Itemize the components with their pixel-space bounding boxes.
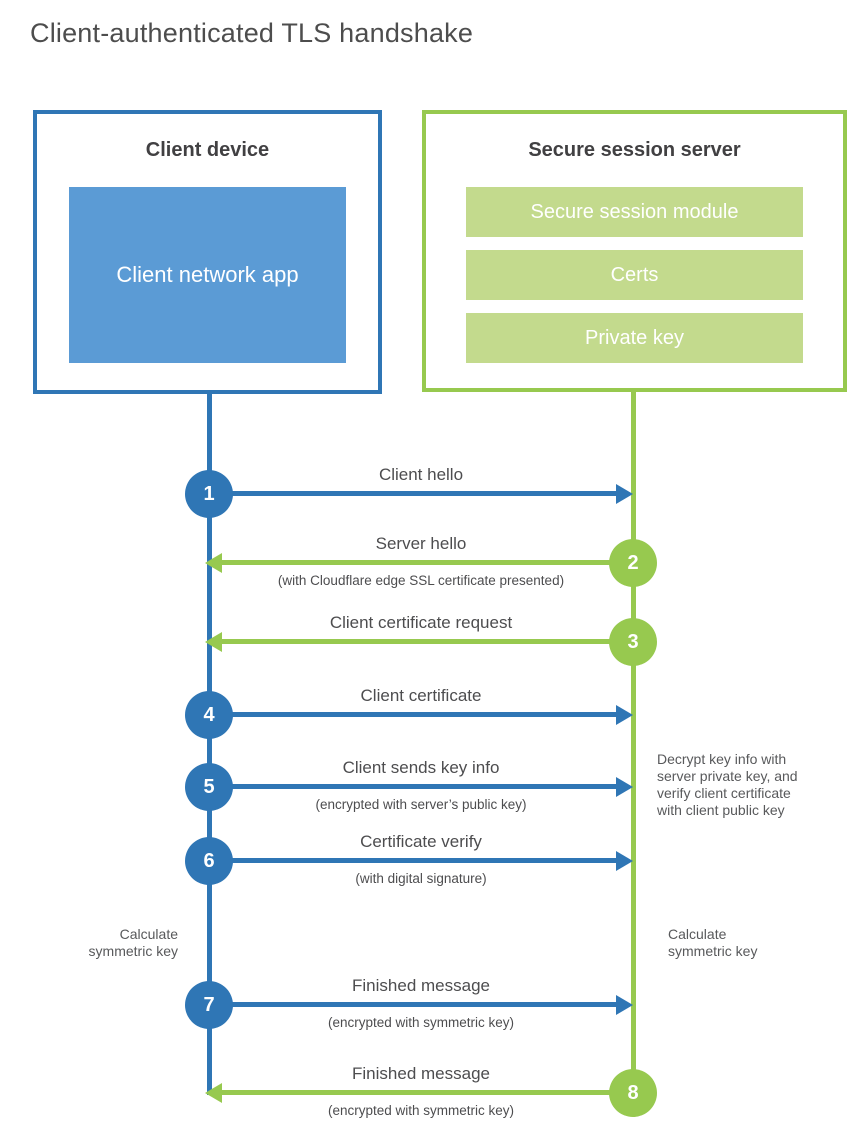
step-circle-5: 5 (185, 763, 233, 811)
arrow-head-right-icon (616, 484, 633, 504)
secure-session-server-box: Secure session server Secure session mod… (422, 110, 847, 392)
secure-session-server-title: Secure session server (528, 139, 741, 161)
step-circle-2: 2 (609, 539, 657, 587)
client-lifeline (207, 392, 212, 1095)
step-number: 7 (203, 993, 215, 1016)
step-circle-7: 7 (185, 981, 233, 1029)
message-sublabel: (encrypted with server’s public key) (315, 797, 527, 812)
server-certs-bar: Certs (466, 250, 803, 300)
arrow-head-right-icon (616, 777, 633, 797)
arrow-head-left-icon (205, 632, 222, 652)
step-number: 3 (627, 630, 639, 653)
message-sublabel: (encrypted with symmetric key) (327, 1103, 515, 1118)
message-sublabel: (encrypted with symmetric key) (327, 1015, 515, 1030)
message-label: Server hello (375, 534, 467, 553)
step-circle-8: 8 (609, 1069, 657, 1117)
arrow-shaft (209, 858, 617, 863)
message-label: Client sends key info (342, 758, 500, 777)
arrow-shaft (221, 560, 633, 565)
step-number: 6 (203, 849, 215, 872)
server-certs-label: Certs (610, 263, 659, 286)
arrow-shaft (209, 1002, 617, 1007)
step-number: 2 (627, 551, 639, 574)
client-network-app-label: Client network app (116, 262, 299, 287)
arrow-shaft (221, 1090, 633, 1095)
message-label: Finished message (352, 976, 490, 995)
arrow-shaft (209, 491, 617, 496)
client-device-title: Client device (145, 139, 270, 161)
note-calculate-symmetric-key-server: Calculate symmetric key (668, 926, 758, 959)
note-calculate-symmetric-key-client: Calculate symmetric key (88, 926, 178, 959)
step-circle-6: 6 (185, 837, 233, 885)
message-sublabel: (with digital signature) (355, 871, 487, 886)
arrow-shaft (209, 784, 617, 789)
client-device-box: Client device Client network app (33, 110, 382, 394)
arrow-head-right-icon (616, 995, 633, 1015)
step-circle-4: 4 (185, 691, 233, 739)
step-number: 1 (203, 482, 215, 505)
message-label: Finished message (352, 1064, 490, 1083)
arrow-head-left-icon (205, 1083, 222, 1103)
message-label: Client certificate (360, 686, 482, 705)
page-title: Client-authenticated TLS handshake (30, 18, 474, 48)
step-circle-3: 3 (609, 618, 657, 666)
server-module-label: Secure session module (530, 200, 739, 223)
server-lifeline (631, 390, 636, 1095)
step-circle-1: 1 (185, 470, 233, 518)
arrow-head-right-icon (616, 705, 633, 725)
arrow-head-left-icon (205, 553, 222, 573)
server-private-key-label: Private key (585, 326, 684, 349)
step-number: 5 (203, 775, 215, 798)
message-sublabel: (with Cloudflare edge SSL certificate pr… (277, 573, 565, 588)
arrow-shaft (209, 712, 617, 717)
message-label: Certificate verify (360, 832, 482, 851)
client-network-app-box: Client network app (69, 187, 346, 363)
step-number: 8 (627, 1081, 639, 1104)
step-number: 4 (203, 703, 215, 726)
server-private-key-bar: Private key (466, 313, 803, 363)
arrow-head-right-icon (616, 851, 633, 871)
note-decrypt-key-info: Decrypt key info with server private key… (657, 751, 798, 818)
message-label: Client certificate request (329, 613, 513, 632)
arrow-shaft (221, 639, 633, 644)
message-label: Client hello (378, 465, 464, 484)
server-module-bar: Secure session module (466, 187, 803, 237)
